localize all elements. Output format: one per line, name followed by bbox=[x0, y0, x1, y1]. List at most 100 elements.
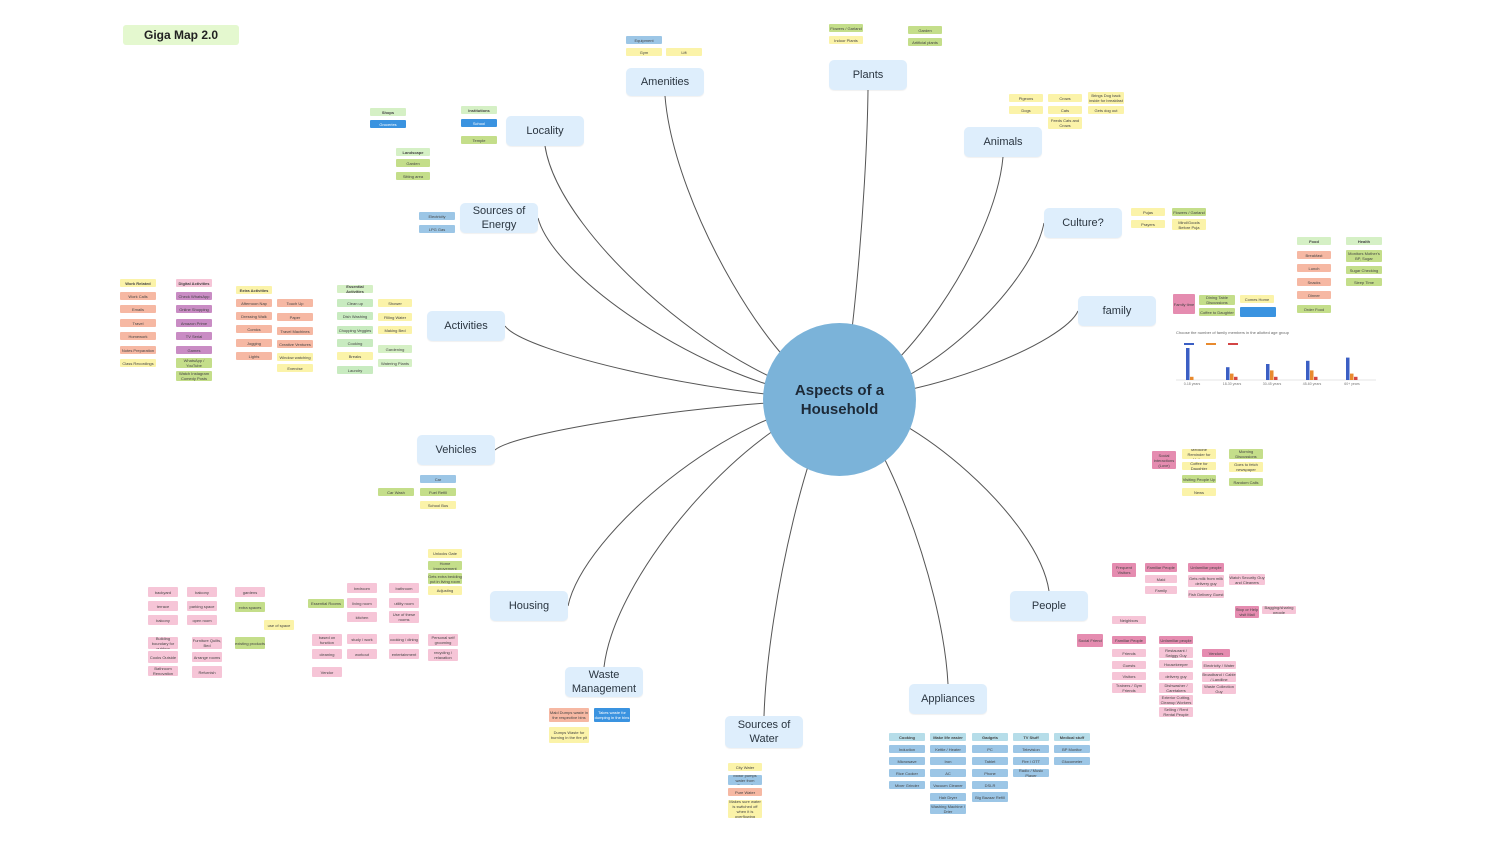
sticky-note[interactable]: Exercise bbox=[277, 364, 313, 372]
sticky-note[interactable]: Dinner bbox=[1297, 291, 1331, 299]
sticky-note[interactable]: Sugar Checking bbox=[1346, 266, 1382, 274]
sticky-note[interactable]: Amazon Prime bbox=[176, 319, 212, 327]
sticky-note[interactable]: Guests bbox=[1112, 661, 1146, 669]
sticky-note[interactable]: Cooks Outside bbox=[148, 651, 178, 663]
sticky-header[interactable]: Institutions bbox=[461, 106, 497, 114]
sticky-note[interactable]: Dining Table Discussions bbox=[1199, 295, 1235, 305]
topic-waste-management[interactable]: Waste Management bbox=[565, 667, 643, 697]
sticky-note[interactable]: Sitting area bbox=[396, 172, 430, 180]
sticky-header[interactable]: Digital Activities bbox=[176, 279, 212, 287]
sticky-note[interactable]: Television bbox=[1013, 745, 1049, 753]
sticky-note[interactable]: Selling / Rent Rental People bbox=[1159, 707, 1193, 717]
sticky-note[interactable]: Goes to fetch newspaper bbox=[1229, 462, 1263, 472]
sticky-note[interactable]: Friends bbox=[1112, 649, 1146, 657]
sticky-note[interactable]: Frequent Visitors bbox=[1112, 563, 1136, 577]
sticky-note[interactable]: TV Serial bbox=[176, 332, 212, 340]
sticky-note[interactable]: Creative Ventures bbox=[277, 340, 313, 348]
sticky-note[interactable]: cleaning bbox=[312, 649, 342, 659]
sticky-note[interactable]: Prayers bbox=[1131, 220, 1165, 228]
sticky-note[interactable]: DSLR bbox=[972, 781, 1008, 789]
sticky-note[interactable]: Arrange rooms bbox=[192, 652, 222, 662]
sticky-note[interactable] bbox=[1240, 307, 1276, 317]
sticky-note[interactable]: Bathroom Renovation bbox=[148, 666, 178, 676]
sticky-note[interactable]: WhatsApp / YouTube bbox=[176, 358, 212, 368]
sticky-note[interactable]: Coffee for Daughter bbox=[1182, 462, 1216, 470]
sticky-note[interactable]: Gets milk from milk delivery guy bbox=[1188, 575, 1224, 587]
sticky-note[interactable]: City Water bbox=[728, 763, 762, 771]
sticky-note[interactable]: Monitors Mother's BP, Sugar bbox=[1346, 250, 1382, 262]
sticky-note[interactable]: Dish Washing bbox=[337, 312, 373, 320]
sticky-note[interactable]: Making Bed bbox=[378, 326, 412, 334]
sticky-note[interactable]: Fuel Refill bbox=[420, 488, 456, 496]
sticky-note[interactable]: Building boundary for outdoor bbox=[148, 637, 178, 649]
sticky-note[interactable]: Furniture Quilts, Bed bbox=[192, 637, 222, 649]
central-topic[interactable]: Aspects of a Household bbox=[763, 323, 916, 476]
sticky-note[interactable]: Social Friend bbox=[1077, 634, 1103, 647]
board-title[interactable]: Giga Map 2.0 bbox=[123, 25, 239, 45]
sticky-note[interactable]: Homework bbox=[120, 332, 156, 340]
sticky-note[interactable]: Games bbox=[176, 346, 212, 354]
sticky-header[interactable]: Medical stuff bbox=[1054, 733, 1090, 741]
sticky-note[interactable]: Touch Up bbox=[277, 299, 313, 307]
sticky-note[interactable]: living room bbox=[347, 598, 377, 608]
sticky-note[interactable]: Snacks bbox=[1297, 278, 1331, 286]
sticky-note[interactable]: Indoor Plants bbox=[829, 36, 863, 44]
sticky-note[interactable]: Dumps Waste for burning in the fire pit bbox=[549, 727, 589, 743]
sticky-note[interactable]: extra spaces bbox=[235, 602, 265, 612]
sticky-note[interactable]: Watch Security Guy and Cleaners bbox=[1229, 574, 1265, 585]
sticky-note[interactable]: Clean up bbox=[337, 299, 373, 307]
sticky-note[interactable]: Gets dog out bbox=[1088, 106, 1124, 114]
sticky-note[interactable]: Maid bbox=[1145, 575, 1177, 583]
sticky-note[interactable]: delivery guy bbox=[1159, 672, 1193, 680]
sticky-note[interactable]: Home Improvement bbox=[428, 561, 462, 570]
sticky-note[interactable]: Personal self grooming bbox=[428, 634, 458, 646]
sticky-note[interactable]: Microwave bbox=[889, 757, 925, 765]
sticky-note[interactable]: Trainers / Gym Friends bbox=[1112, 683, 1146, 693]
sticky-note[interactable]: Pujas bbox=[1131, 208, 1165, 216]
sticky-note[interactable]: Brings Dog back inside for breakfast bbox=[1088, 92, 1124, 104]
sticky-note[interactable]: Mixer Grinder bbox=[889, 781, 925, 789]
sticky-note[interactable]: Exterior Cutting, Cleanup Workers bbox=[1159, 695, 1193, 705]
sticky-note[interactable]: Fire / OTT bbox=[1013, 757, 1049, 765]
sticky-note[interactable]: Use of these rooms bbox=[389, 611, 419, 623]
sticky-note[interactable]: Essential Rooms bbox=[308, 599, 344, 608]
sticky-note[interactable]: Medicine Reminder for Mother bbox=[1182, 449, 1216, 459]
sticky-note[interactable]: Makes sure water is switched off when it… bbox=[728, 800, 762, 818]
sticky-note[interactable]: Travel Machines bbox=[277, 327, 313, 335]
sticky-note[interactable]: Crows bbox=[1048, 94, 1082, 102]
topic-housing[interactable]: Housing bbox=[490, 591, 568, 621]
sticky-note[interactable]: Broadband / Cable / Landline bbox=[1202, 672, 1236, 682]
sticky-note[interactable]: Lift bbox=[666, 48, 702, 56]
sticky-note[interactable]: Watch Instagram Comedy Posts bbox=[176, 371, 212, 381]
topic-people[interactable]: People bbox=[1010, 591, 1088, 621]
sticky-note[interactable]: Housekeeper bbox=[1159, 660, 1193, 668]
sticky-note[interactable]: Order Food bbox=[1297, 305, 1331, 313]
sticky-note[interactable]: Comes Home bbox=[1240, 295, 1274, 303]
sticky-note[interactable]: Vendors bbox=[1202, 649, 1230, 657]
sticky-note[interactable]: School bbox=[461, 119, 497, 127]
sticky-note[interactable]: News bbox=[1182, 488, 1216, 496]
sticky-note[interactable]: bathroom bbox=[389, 583, 419, 593]
topic-amenities[interactable]: Amenities bbox=[626, 68, 704, 96]
sticky-note[interactable]: Afternoon Nap bbox=[236, 299, 272, 307]
sticky-note[interactable]: balcony bbox=[148, 615, 178, 625]
sticky-note[interactable]: Stop or Help visit Mail bbox=[1235, 606, 1259, 618]
sticky-note[interactable]: Visiting People Up bbox=[1182, 475, 1216, 483]
sticky-note[interactable]: Electricity / Water bbox=[1202, 661, 1236, 669]
sticky-note[interactable]: utility room bbox=[389, 598, 419, 608]
sticky-note[interactable]: kitchen bbox=[347, 612, 377, 622]
sticky-note[interactable]: Cats bbox=[1048, 106, 1082, 114]
sticky-note[interactable]: Flowers / Garland bbox=[829, 24, 863, 32]
sticky-note[interactable]: Familiar People bbox=[1112, 636, 1146, 644]
sticky-note[interactable]: bedroom bbox=[347, 583, 377, 593]
sticky-note[interactable]: Washing Machine / Drier bbox=[930, 804, 966, 814]
sticky-header[interactable]: TV Stuff bbox=[1013, 733, 1049, 741]
sticky-note[interactable]: Takes waste for dumping in the bins bbox=[594, 708, 630, 722]
sticky-note[interactable]: terrace bbox=[148, 601, 178, 611]
sticky-note[interactable]: LPG Gas bbox=[419, 225, 455, 233]
sticky-note[interactable]: Breaks bbox=[337, 352, 373, 360]
sticky-note[interactable]: entertainment bbox=[389, 649, 419, 659]
sticky-note[interactable]: Comics bbox=[236, 325, 272, 333]
sticky-note[interactable]: Temple bbox=[461, 136, 497, 144]
sticky-header[interactable]: Cooking bbox=[889, 733, 925, 741]
